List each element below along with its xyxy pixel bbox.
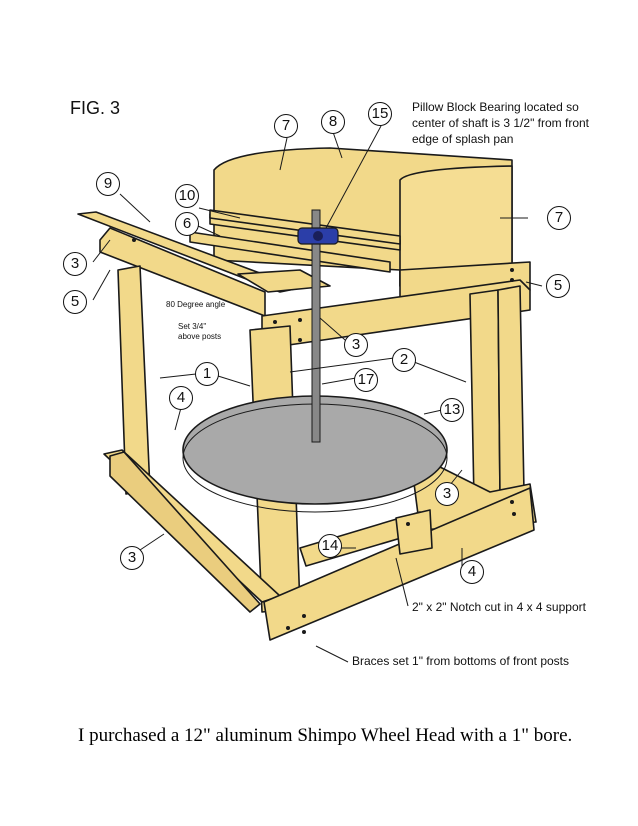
caption-text: I purchased a 12" aluminum Shimpo Wheel … <box>78 725 573 746</box>
set-above-note: Set 3/4" above posts <box>178 322 222 341</box>
callout-5-left: 5 <box>63 290 87 314</box>
callout-1: 1 <box>195 362 219 386</box>
bearing-bore <box>313 231 323 241</box>
callout-3-left-upper: 3 <box>63 252 87 276</box>
callout-9: 9 <box>96 172 120 196</box>
notch-note: 2" x 2" Notch cut in 4 x 4 support <box>412 600 586 614</box>
callout-3-right-lower: 3 <box>435 482 459 506</box>
leader-lines <box>92 125 543 663</box>
callout-8: 8 <box>321 110 345 134</box>
callout-14: 14 <box>318 534 342 558</box>
callout-3-left-lower: 3 <box>120 546 144 570</box>
callout-4-right: 4 <box>460 560 484 584</box>
bearing-note: Pillow Block Bearing located so center o… <box>412 100 590 146</box>
callout-7-splash-side: 7 <box>547 206 571 230</box>
angle-arm <box>237 269 331 293</box>
callout-15: 15 <box>368 102 392 126</box>
front-right-post <box>497 285 525 499</box>
angle-note: 80 Degree angle <box>166 300 226 309</box>
callout-2: 2 <box>392 348 416 372</box>
callout-7-splash-back: 7 <box>274 114 298 138</box>
callout-17: 17 <box>354 368 378 392</box>
top-slat-front <box>189 231 391 273</box>
shaft <box>311 209 321 443</box>
rear-right-post <box>469 289 501 501</box>
braces-note: Braces set 1" from bottoms of front post… <box>352 654 570 668</box>
callout-6: 6 <box>175 212 199 236</box>
callout-3-front-beam: 3 <box>344 333 368 357</box>
rear-lower-beam <box>109 451 261 613</box>
left-side-beam <box>99 227 266 317</box>
callout-13: 13 <box>440 398 464 422</box>
front-lower-beam <box>263 487 535 641</box>
splash-lip <box>209 209 401 245</box>
bolt-holes <box>132 238 516 634</box>
splash-right-panel <box>399 165 513 287</box>
figure-title: FIG. 3 <box>70 98 121 118</box>
callout-5-right: 5 <box>546 274 570 298</box>
notched-support <box>395 509 433 555</box>
callout-4-left: 4 <box>169 386 193 410</box>
callout-10: 10 <box>175 184 199 208</box>
